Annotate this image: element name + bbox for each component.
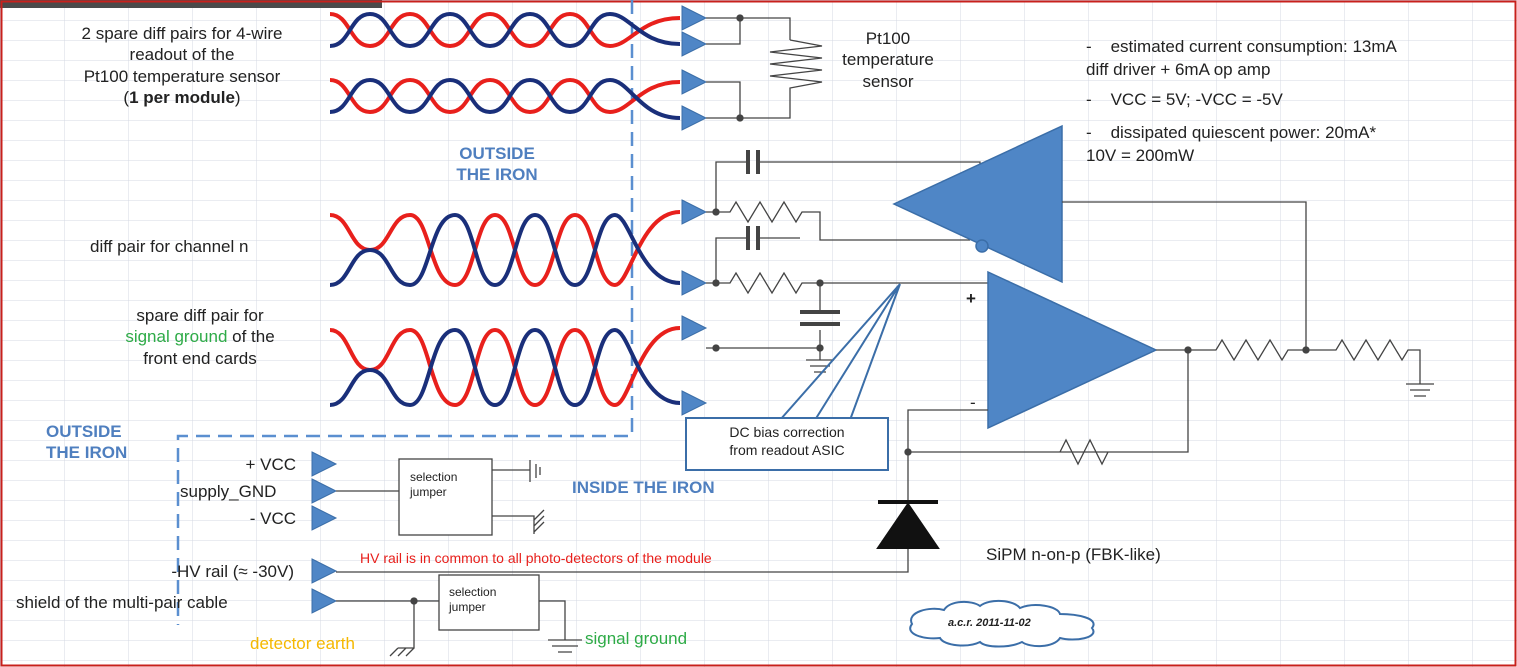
receiver-triangles	[311, 5, 708, 614]
jumper-bottom-text: selection jumper	[449, 585, 496, 615]
note-4-dash: -	[1086, 122, 1092, 142]
pt100-paren-open: (	[123, 87, 130, 107]
outside-iron-top-1: OUTSIDE	[459, 144, 535, 163]
supply-gnd-label: supply_GND	[180, 482, 277, 501]
jumper-top-1: selection	[410, 470, 458, 484]
pt100-line-2: readout of the	[129, 45, 235, 65]
note-1-text: estimated current consumption: 13mA	[1110, 37, 1397, 56]
signal-ground-label: signal ground	[585, 629, 688, 648]
dc-bias-text: DC bias correction from readout ASIC	[688, 424, 886, 459]
outside-iron-top: OUTSIDE THE IRON	[442, 143, 552, 186]
pt100-label: 2 spare diff pairs for 4-wire readout of…	[32, 23, 332, 108]
spare-line-2: signal ground of the	[80, 326, 320, 347]
sipm-diode	[876, 500, 940, 549]
note-1: - estimated current consumption: 13mA	[1086, 36, 1397, 57]
opamp-output-wiring	[336, 201, 1434, 573]
inside-iron-label: INSIDE THE IRON	[572, 478, 715, 497]
pt100-sensor-label: Pt100 temperature sensor	[822, 28, 954, 92]
spare-line-3: front end cards	[143, 348, 257, 368]
sensor-line-3: sensor	[862, 71, 914, 91]
pt100-paren-close: )	[234, 87, 241, 107]
hv-common-note: HV rail is in common to all photo-detect…	[360, 550, 712, 566]
signature-text: a.c.r. 2011-11-02	[948, 617, 1031, 629]
outside-iron-left-1: OUTSIDE	[46, 422, 122, 441]
dc-bias-callout	[685, 283, 901, 471]
vcc-minus-label: - VCC	[249, 509, 296, 528]
opamp-plus-pin: +	[966, 289, 976, 308]
outside-iron-left-2: THE IRON	[46, 443, 128, 463]
note-3-dash: -	[1086, 89, 1092, 109]
vcc-plus-label: + VCC	[245, 455, 296, 474]
pt100-line-4: (1 per module)	[32, 87, 332, 108]
spare-line-1: spare diff pair for	[136, 306, 264, 325]
opamp-minus-pin: -	[970, 393, 976, 412]
spare-rest: of the	[227, 327, 275, 347]
jumper-bottom-1: selection	[449, 585, 497, 599]
spare-green: signal ground	[125, 327, 228, 347]
diff-driver-amp	[892, 124, 1063, 284]
sensor-line-1: Pt100	[865, 29, 911, 48]
jumpers	[336, 458, 582, 657]
pt100-bold: 1 per module	[129, 87, 235, 107]
note-2: diff driver + 6mA op amp	[1086, 60, 1271, 80]
dc-bias-line-2: from readout ASIC	[729, 441, 845, 458]
jumper-top-text: selection jumper	[410, 470, 457, 500]
pt100-line-3: Pt100 temperature sensor	[83, 66, 281, 86]
twisted-pair-pt100-b	[329, 77, 681, 120]
channel-wiring	[706, 150, 990, 373]
pt100-wiring	[706, 14, 823, 122]
diff-pair-label: diff pair for channel n	[90, 237, 249, 256]
hv-rail-label: -HV rail (≈ -30V)	[171, 562, 294, 581]
outside-iron-top-2: THE IRON	[456, 165, 538, 185]
jumper-bottom-2: jumper	[449, 600, 486, 614]
note-4-text: dissipated quiescent power: 20mA*	[1110, 122, 1377, 142]
shield-label: shield of the multi-pair cable	[16, 593, 228, 612]
signature-cloud	[909, 600, 1095, 648]
jumper-top-2: jumper	[410, 485, 447, 499]
twisted-pair-channel	[329, 210, 681, 288]
twisted-pair-signal-ground	[329, 326, 681, 408]
detector-earth-label: detector earth	[250, 634, 355, 653]
note-5: 10V = 200mW	[1086, 146, 1195, 165]
sensor-line-2: temperature	[842, 50, 934, 70]
top-corner-strip	[0, 0, 382, 8]
note-1-dash: -	[1086, 37, 1092, 56]
twisted-pair-pt100-a	[329, 11, 681, 49]
sipm-label: SiPM n-on-p (FBK-like)	[986, 545, 1161, 564]
spare-pair-label: spare diff pair for signal ground of the…	[80, 305, 320, 369]
note-3: - VCC = 5V; -VCC = -5V	[1086, 89, 1397, 110]
outside-iron-left: OUTSIDE THE IRON	[46, 421, 127, 464]
dc-bias-line-1: DC bias correction	[729, 424, 845, 440]
note-4: - dissipated quiescent power: 20mA*	[1086, 122, 1397, 143]
iron-boundary	[176, 0, 634, 625]
notes-block: - estimated current consumption: 13mA di…	[1086, 36, 1397, 166]
op-amp	[987, 270, 1158, 430]
pt100-line-1: 2 spare diff pairs for 4-wire	[81, 24, 283, 43]
note-3-text: VCC = 5V; -VCC = -5V	[1110, 89, 1283, 109]
